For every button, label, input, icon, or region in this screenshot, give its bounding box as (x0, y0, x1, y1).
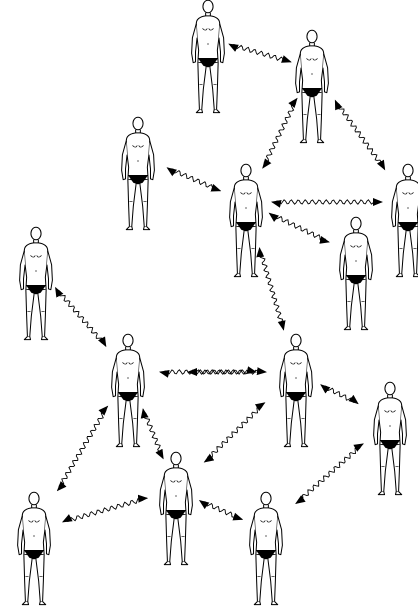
connections-layer (56, 44, 385, 522)
connection-arrow (143, 409, 163, 458)
person-icon (340, 217, 373, 329)
connection-arrow (260, 248, 284, 330)
connection-arrow (205, 403, 265, 462)
connection-arrow (229, 44, 291, 62)
connection-arrow (335, 101, 384, 170)
person-figure (296, 30, 329, 142)
person-figure (112, 334, 145, 446)
person-icon (160, 452, 193, 564)
person-figure (250, 492, 283, 604)
connection-arrow (58, 406, 108, 490)
person-figure (280, 334, 313, 446)
person-icon (230, 164, 263, 276)
connection-arrow (272, 200, 382, 204)
connection-arrow (321, 385, 358, 404)
person-icon (296, 30, 329, 142)
person-icon (20, 227, 53, 339)
person-icon (374, 382, 407, 494)
person-icon (112, 334, 145, 446)
person-figure (20, 227, 53, 339)
connection-arrow (56, 288, 106, 346)
person-icon (250, 492, 283, 604)
person-figure (18, 492, 51, 604)
person-figure (160, 452, 193, 564)
person-icon (280, 334, 313, 446)
connection-arrow (200, 501, 242, 520)
people-layer (18, 0, 418, 604)
person-figure (122, 117, 155, 229)
person-icon (392, 164, 418, 276)
person-figure (230, 164, 263, 276)
person-icon (192, 0, 225, 112)
person-icon (122, 117, 155, 229)
connection-arrow (167, 168, 220, 191)
person-figure (374, 382, 407, 494)
person-figure (392, 164, 418, 276)
connection-arrow (63, 498, 147, 522)
person-figure (340, 217, 373, 329)
connection-arrow (263, 99, 297, 168)
person-figure (192, 0, 225, 112)
connection-arrow (269, 213, 329, 242)
connection-arrow (296, 444, 363, 504)
person-icon (18, 492, 51, 604)
